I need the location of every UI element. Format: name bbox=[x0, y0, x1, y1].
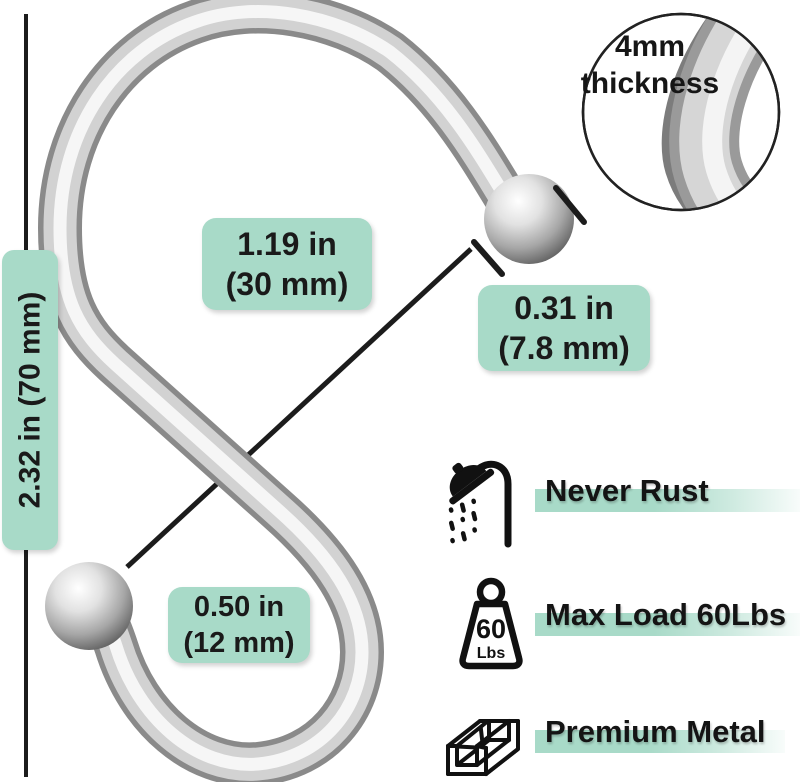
bottom-ball-end bbox=[45, 562, 133, 650]
ball-diameter-tick-upper bbox=[553, 185, 587, 225]
feature-never-rust: Never Rust bbox=[545, 473, 709, 508]
feature-highlight-bar bbox=[535, 489, 800, 512]
feature-highlight-bar bbox=[535, 613, 800, 636]
shower-icon bbox=[448, 460, 512, 548]
height-dimension-label: 2.32 in (70 mm) bbox=[2, 250, 58, 550]
thickness-value: 4mm bbox=[614, 30, 686, 63]
feature-max-load: Max Load 60Lbs bbox=[545, 597, 787, 632]
feature-highlight-bar bbox=[535, 730, 785, 753]
zoom-callout-circle bbox=[581, 12, 781, 212]
ball-diameter-tick-lower bbox=[471, 239, 505, 277]
feature-premium-metal: Premium Metal bbox=[545, 714, 766, 749]
opening-dimension-label: 1.19 in (30 mm) bbox=[202, 218, 372, 310]
bottom-dimension-label: 0.50 in (12 mm) bbox=[168, 587, 310, 663]
weight-unit-text: Lbs bbox=[477, 645, 506, 662]
weight-icon: 60 Lbs bbox=[459, 577, 523, 670]
thickness-callout: 4mm thickness bbox=[565, 28, 735, 102]
top-ball-end bbox=[484, 174, 574, 264]
thickness-label: thickness bbox=[580, 67, 720, 100]
weight-value-text: 60 bbox=[476, 614, 506, 644]
metal-icon bbox=[446, 719, 520, 776]
ball-dimension-label: 0.31 in (7.8 mm) bbox=[478, 285, 650, 371]
opening-dimension-line bbox=[125, 247, 473, 569]
